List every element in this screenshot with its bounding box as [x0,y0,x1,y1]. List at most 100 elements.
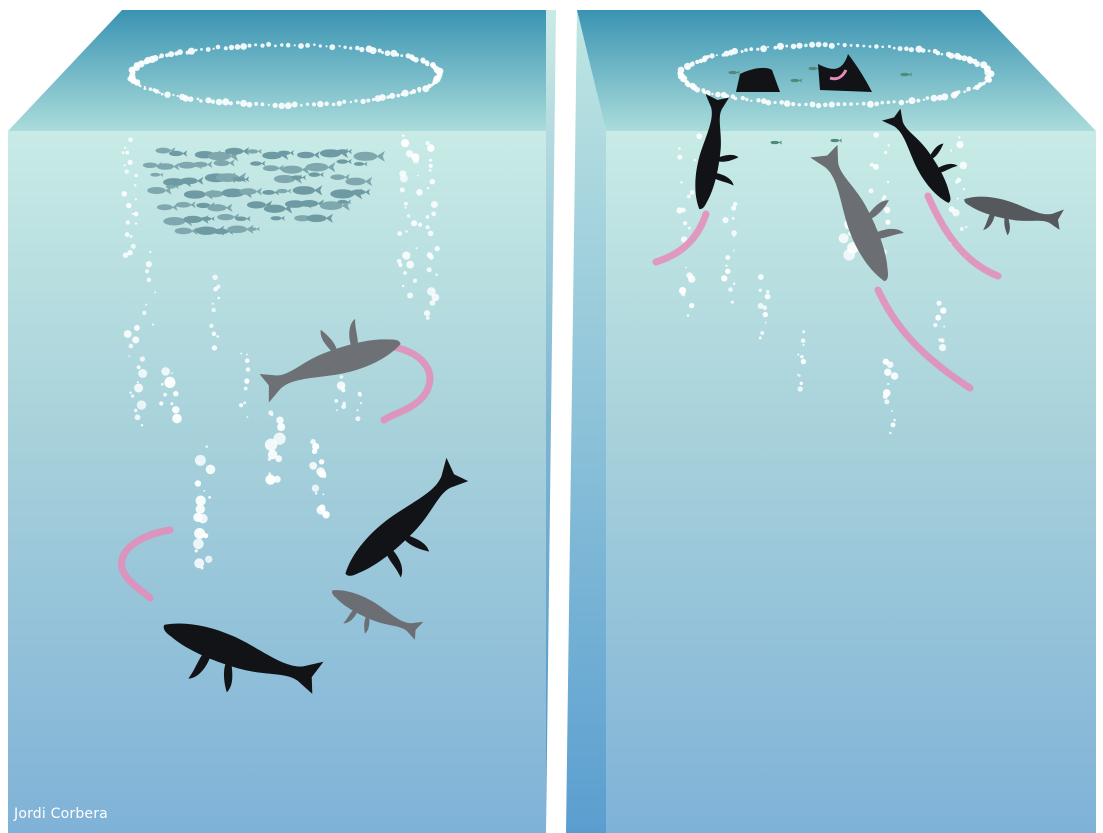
bubble-icon [797,354,799,356]
bubble-icon [149,87,153,91]
bubble-icon [731,206,736,211]
bubble-icon [140,60,144,64]
bubble-icon [206,47,211,52]
bubble-icon [212,308,216,312]
bubble-icon [948,53,954,59]
bubble-icon [126,151,130,155]
bubble-icon [188,48,195,55]
bubble-icon [161,367,170,376]
bubble-icon [366,99,370,103]
bubble-icon [164,377,175,388]
bubble-icon [418,90,421,93]
bubble-icon [128,160,133,165]
bubble-icon [171,372,173,374]
bubble-icon [931,95,938,102]
bubble-icon [209,324,213,328]
bubble-icon [733,250,735,252]
bubble-icon [849,102,853,106]
bubble-icon [386,95,390,99]
bubble-icon [418,223,422,227]
bubble-icon [206,465,216,475]
bubble-icon [140,356,145,361]
bubble-icon [375,95,382,102]
bubble-icon [889,432,891,434]
bubble-icon [413,279,417,283]
bubble-icon [312,102,316,106]
bubble-icon [921,48,926,53]
bubble-icon [429,159,432,162]
bubble-icon [802,330,805,333]
bubble-icon [758,274,764,280]
bubble-icon [195,455,206,466]
bubble-icon [413,157,419,163]
bubble-icon [774,46,778,50]
bubble-icon [893,419,896,422]
bubble-icon [426,215,430,219]
bubble-icon [428,231,434,237]
bubble-icon [195,480,201,486]
bubble-icon [123,252,129,258]
bubble-icon [275,455,282,462]
bubble-icon [128,355,130,357]
bubble-icon [899,100,905,106]
bubble-icon [898,46,903,51]
bubble-icon [401,139,409,147]
bubble-icon [801,339,805,343]
bubble-icon [213,287,218,292]
bubble-icon [891,372,899,380]
bubble-icon [161,383,164,386]
bubble-icon [725,265,727,267]
bubble-icon [706,55,710,59]
bubble-icon [731,48,738,55]
bubble-icon [798,386,803,391]
bubble-icon [963,90,966,93]
bubble-icon [800,355,803,358]
bubble-icon [201,567,204,570]
bubble-icon [678,67,685,74]
bubble-icon [132,336,139,343]
bubble-icon [884,207,890,213]
bubble-icon [430,179,435,184]
bubble-icon [206,445,209,448]
bubble-icon [196,504,205,513]
bubble-icon [355,46,360,51]
bubble-icon [402,285,404,287]
bubble-icon [403,271,406,274]
bubble-icon [888,45,891,48]
bubble-icon [195,49,198,52]
bubble-icon [803,344,805,346]
bubble-icon [988,71,994,77]
bubble-icon [427,144,434,151]
bubble-icon [370,47,377,54]
bubble-icon [741,50,744,53]
bubble-icon [146,261,152,267]
bubble-icon [756,98,760,102]
bubble-icon [205,556,212,563]
bubble-icon [177,95,179,97]
bubble-icon [709,53,714,58]
bubble-icon [397,231,402,236]
bubble-icon [359,47,364,52]
bubble-icon [744,48,748,52]
bubble-icon [137,400,146,409]
bubble-icon [804,103,807,106]
bubble-icon [862,45,865,48]
bubble-icon [398,263,402,267]
bubble-icon [199,462,201,464]
bubble-icon [199,99,202,102]
bubble-icon [306,103,309,106]
right-side-face [566,10,606,833]
bubble-icon [208,496,211,499]
bubble-icon [313,43,316,46]
bubble-icon [372,98,375,101]
bubble-icon [749,47,753,51]
bubble-icon [843,249,855,261]
bubble-icon [135,414,141,420]
bubble-icon [904,46,909,51]
bubble-icon [265,439,277,451]
bubble-icon [923,99,925,101]
bubble-icon [431,212,436,217]
bubble-icon [891,410,893,412]
bubble-icon [137,365,141,369]
